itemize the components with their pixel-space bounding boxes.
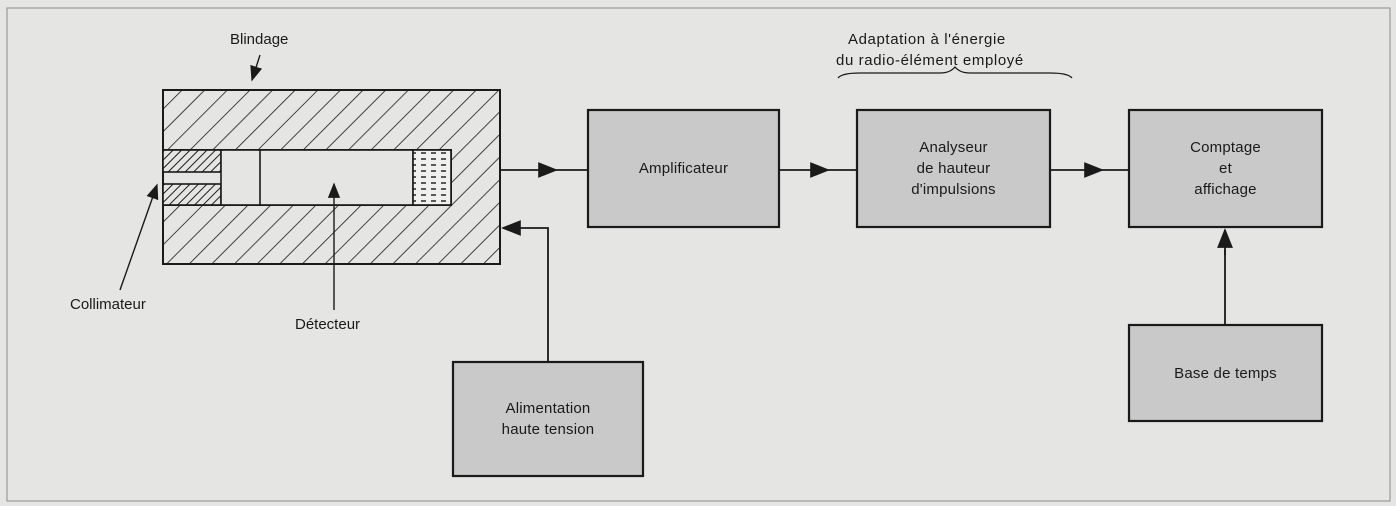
label-blindage: Blindage bbox=[230, 31, 289, 48]
block-comptage bbox=[1127, 108, 1324, 229]
block-base-temps bbox=[1127, 323, 1324, 423]
base-temps-text: Base de temps bbox=[1129, 325, 1322, 421]
alimentation-line-2: haute tension bbox=[501, 421, 595, 438]
comptage-line-2: et bbox=[1219, 160, 1232, 177]
label-detecteur: Détecteur bbox=[295, 316, 361, 333]
comptage-line-3: affichage bbox=[1194, 181, 1257, 198]
analyseur-text: Analyseur de hauteur d'impulsions bbox=[857, 110, 1050, 227]
adaptation-brace bbox=[837, 65, 1073, 79]
comptage-text: Comptage et affichage bbox=[1129, 110, 1322, 227]
label-adaptation-line1: Adaptation à l'énergie bbox=[848, 31, 1006, 48]
block-amplificateur bbox=[586, 108, 781, 229]
detector-crystal bbox=[412, 149, 452, 206]
block-alimentation bbox=[451, 360, 645, 478]
shielding-assembly bbox=[162, 89, 501, 265]
collimator-bottom bbox=[162, 183, 222, 206]
analyseur-line-2: de hauteur bbox=[916, 160, 991, 177]
analyseur-line-3: d'impulsions bbox=[911, 181, 996, 198]
base-temps-line-1: Base de temps bbox=[1174, 364, 1277, 382]
amplificateur-line-1: Amplificateur bbox=[638, 160, 729, 177]
block-analyseur bbox=[855, 108, 1052, 229]
label-adaptation-line2: du radio-élément employé bbox=[836, 52, 1024, 69]
detector-body bbox=[220, 149, 414, 206]
figure-frame bbox=[6, 7, 1391, 502]
analyseur-line-1: Analyseur bbox=[919, 139, 988, 156]
hv-line bbox=[528, 227, 549, 362]
comptage-line-1: Comptage bbox=[1190, 139, 1261, 156]
label-collimateur: Collimateur bbox=[70, 296, 146, 313]
collimator-top bbox=[162, 149, 222, 173]
amplificateur-text: Amplificateur bbox=[588, 110, 779, 227]
blindage-pointer bbox=[250, 54, 263, 82]
collimateur-pointer bbox=[119, 183, 159, 291]
alimentation-line-1: Alimentation bbox=[505, 400, 591, 417]
alimentation-text: Alimentation haute tension bbox=[453, 362, 643, 476]
